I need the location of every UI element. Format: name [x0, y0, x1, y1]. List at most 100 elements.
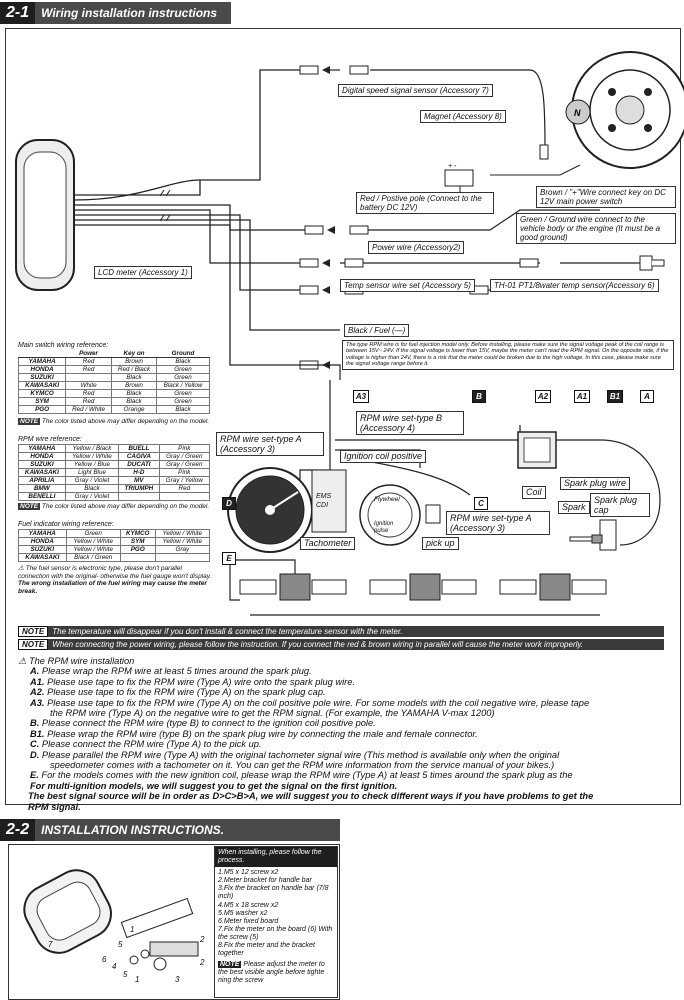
- label-black-fuel: Black / Fuel (—): [344, 324, 410, 337]
- svg-text:N: N: [574, 108, 581, 118]
- brand: PGO: [17, 405, 67, 414]
- svg-text:+ -: + -: [448, 163, 457, 170]
- section-header-2-1: 2-1 Wiring installation instructions: [0, 2, 231, 24]
- rpm-installation-instructions: ⚠ The RPM wire installation A. Please wr…: [18, 656, 670, 812]
- cell: Orange: [110, 405, 158, 414]
- cell: Green: [156, 397, 210, 406]
- brand: KAWASAKI: [17, 381, 67, 390]
- cell: Green: [156, 373, 210, 382]
- header-ground: Ground: [156, 350, 210, 358]
- cell: [154, 553, 211, 562]
- note-text: When connecting the power wiring, please…: [52, 640, 584, 649]
- marker-e: E: [222, 552, 236, 565]
- cell: Yellow / White: [65, 537, 121, 546]
- cell: Red: [65, 397, 112, 406]
- brand: KYMCO: [17, 389, 67, 398]
- label-lcd-meter: LCD meter (Accessory 1): [94, 266, 192, 279]
- label-tachometer: Tachometer: [300, 537, 356, 550]
- brake-disc-drawing: [571, 51, 684, 169]
- cell: Yellow / White: [65, 545, 121, 554]
- instruction-bold: The best signal source will be in order …: [28, 791, 594, 802]
- marker-b: B: [472, 390, 486, 403]
- flywheel-drawing: [359, 484, 421, 546]
- label-magnet: Magnet (Accessory 8): [420, 110, 506, 123]
- rpm-ref-note: NOTE The color listed above may differ d…: [18, 503, 218, 511]
- part-number: 2: [200, 958, 205, 967]
- cell: Light Blue: [64, 468, 120, 477]
- wiring-diagram-frame: [5, 28, 681, 805]
- marker-a3: A3: [353, 390, 369, 403]
- step-item: 4.M5 x 18 screw x2: [218, 901, 279, 909]
- brand: HONDA: [18, 452, 66, 461]
- label-rpm-type-a-bottom: RPM wire set-type A (Accessory 3): [446, 511, 550, 535]
- note-bar-power: NOTE When connecting the power wiring, p…: [18, 639, 664, 650]
- instruction-line: A2. Please use tape to fix the RPM wire …: [30, 687, 326, 698]
- instruction-line: B. Please connect the RPM wire (type B) …: [30, 718, 376, 729]
- cell: Black: [156, 405, 210, 414]
- header-blank: [18, 350, 66, 358]
- part-number: 5: [118, 940, 123, 949]
- brand: SYM: [17, 397, 67, 406]
- cell: Red: [65, 389, 112, 398]
- cell: Yellow / White: [154, 537, 211, 546]
- brand: BUELL: [118, 444, 160, 453]
- marker-d: D: [222, 497, 236, 510]
- instruction-line: A3. Please use tape to fix the RPM wire …: [30, 697, 590, 708]
- brand: KAWASAKI: [18, 553, 67, 562]
- step-item: 8.Fix the meter and the bracket together: [218, 942, 315, 958]
- note-tag: NOTE: [18, 639, 49, 650]
- brand: SUZUKI: [18, 545, 67, 554]
- cell: Black: [110, 389, 158, 398]
- cell: [65, 373, 112, 382]
- step-item: 5.M5 washer x2: [218, 909, 268, 917]
- section-number: 2-2: [0, 819, 36, 841]
- rpm-ref-title: RPM wire reference:: [18, 436, 82, 443]
- part-number: 6: [102, 955, 107, 964]
- instruction-line: speedometer comes with a tachometer on i…: [50, 760, 555, 771]
- instruction-line: B1. Please wrap the RPM wire (type B) on…: [30, 728, 478, 739]
- label-spark-plug-cap: Spark plug cap: [590, 493, 650, 517]
- part-number: 1: [135, 975, 140, 984]
- cell: Black: [64, 484, 120, 493]
- cell: Yellow / White: [154, 529, 211, 538]
- cell: Red: [158, 484, 211, 493]
- cell: Green: [156, 365, 210, 374]
- instruction-line: C. Please connect the RPM wire (Type A) …: [30, 739, 262, 750]
- header-power: Power: [65, 350, 112, 358]
- label-ignition-pulse: Ignition pulse: [374, 521, 394, 534]
- step-item: 6.Meter fixed board: [218, 917, 279, 925]
- cell: Black: [156, 357, 210, 366]
- cell: Pink: [158, 468, 211, 477]
- note-bar-temperature: NOTE The temperature will disappear if y…: [18, 626, 664, 637]
- part-number: 1: [130, 925, 135, 934]
- label-brown-wire: Brown / "+"Wire connect key on DC 12V ma…: [536, 186, 676, 208]
- brand: SUZUKI: [17, 373, 67, 382]
- cell: Gray / Green: [158, 452, 211, 461]
- fuel-ref-title: Fuel indicator wiring reference:: [18, 521, 114, 528]
- label-temp-sensor-wire: Temp sensor wire set (Accessory 5): [340, 279, 475, 292]
- brand: PGO: [119, 545, 156, 554]
- fuel-warning-text: The fuel sensor is electronic type, plea…: [18, 565, 212, 580]
- ignition-coil-drawing: [517, 431, 557, 469]
- header-key-on: Key on: [111, 350, 157, 358]
- marker-a: A: [640, 390, 654, 403]
- cell: Gray / Green: [158, 460, 211, 469]
- note-text: Please adjust the meter to the best visi…: [218, 961, 325, 985]
- label-rpm-type-a-top: RPM wire set-type A (Accessory 3): [216, 432, 324, 456]
- label-rpm-type-b: RPM wire set-type B (Accessory 4): [356, 411, 464, 435]
- cell: Black: [110, 373, 158, 382]
- cell: Yellow / Black: [64, 444, 120, 453]
- rpm-wire-note: The type RPM wire is for fuel injection …: [342, 340, 674, 370]
- cell: Brown: [110, 381, 158, 390]
- marker-a2: A2: [535, 390, 551, 403]
- brand: TRIUMPH: [118, 484, 160, 493]
- warning-icon: ⚠: [18, 656, 27, 666]
